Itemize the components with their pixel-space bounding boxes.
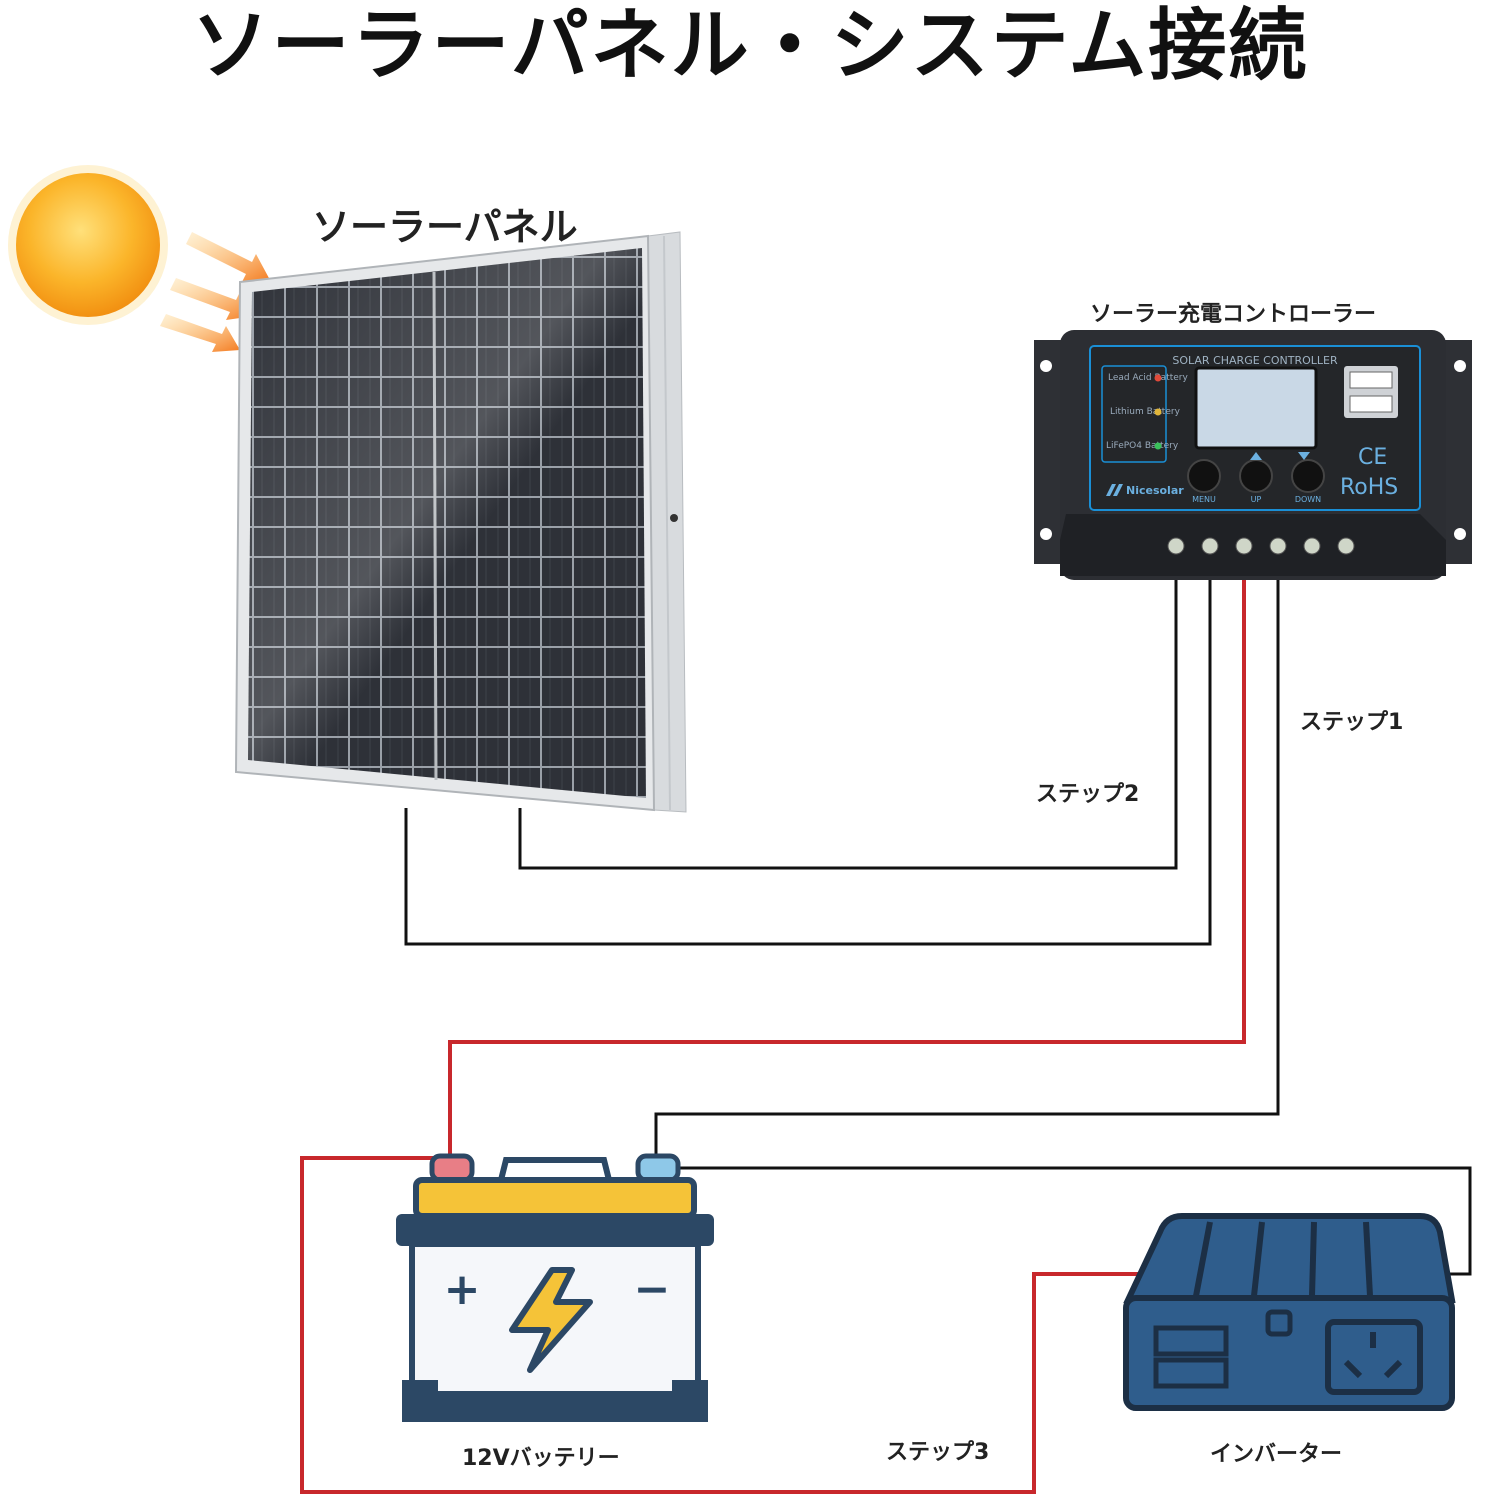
- negative-terminal-icon: [635, 1153, 681, 1183]
- charge-controller-label: ソーラー充電コントローラー: [1090, 302, 1377, 327]
- battery: + −: [396, 1153, 714, 1422]
- ce-mark: CE: [1358, 445, 1387, 470]
- sun-rays-icon: [160, 232, 270, 352]
- brand-name: Nicesolar: [1126, 484, 1184, 497]
- menu-button-label: MENU: [1192, 495, 1216, 504]
- positive-terminal-icon: [429, 1153, 475, 1183]
- ac-outlet-icon: [1325, 1319, 1423, 1395]
- menu-button[interactable]: MENU: [1187, 459, 1221, 504]
- inverter-label: インバーター: [1210, 1442, 1343, 1467]
- terminal-block: [1167, 537, 1355, 555]
- minus-sign: −: [634, 1264, 671, 1315]
- lcd-display: [1194, 366, 1318, 450]
- power-switch-icon: [1265, 1309, 1293, 1337]
- wire-battery-positive: [448, 576, 1246, 1158]
- controller-header: SOLAR CHARGE CONTROLLER: [1172, 354, 1338, 367]
- lightning-bolt-icon: [509, 1267, 593, 1373]
- inverter: [1123, 1213, 1456, 1411]
- usb-ports-icon: [1344, 366, 1398, 418]
- wire-panel-negative: [404, 576, 1212, 946]
- led-green-icon: [1154, 442, 1162, 450]
- rohs-mark: RoHS: [1340, 475, 1398, 500]
- battery-label: 12Vバッテリー: [462, 1446, 620, 1471]
- wire-panel-positive: [518, 576, 1178, 870]
- down-button[interactable]: DOWN: [1291, 452, 1325, 504]
- down-button-label: DOWN: [1295, 495, 1321, 504]
- battery-type-lithium: Lithium Battery: [1110, 407, 1181, 417]
- step1-label: ステップ1: [1300, 710, 1404, 735]
- brand-logo-icon: [1106, 484, 1123, 496]
- battery-type-lifepo4: LiFePO4 Battery: [1106, 441, 1179, 451]
- sun-icon: [8, 165, 168, 325]
- led-yellow-icon: [1154, 408, 1162, 416]
- down-arrow-icon: [1298, 452, 1310, 460]
- led-red-icon: [1154, 374, 1162, 382]
- wire-inverter-negative: [664, 1166, 1472, 1276]
- step2-label: ステップ2: [1036, 782, 1140, 807]
- solar-panel-label: ソーラーパネル: [312, 205, 578, 249]
- up-button[interactable]: UP: [1239, 452, 1273, 504]
- step3-label: ステップ3: [886, 1440, 990, 1465]
- page-title: ソーラーパネル・システム接続: [191, 1, 1309, 91]
- wiring: [300, 576, 1472, 1494]
- wire-battery-negative: [654, 576, 1280, 1158]
- charge-controller: SOLAR CHARGE CONTROLLER Lead Acid Batter…: [1034, 330, 1472, 580]
- wire-inverter-positive: [300, 1156, 1142, 1494]
- up-button-label: UP: [1251, 495, 1262, 504]
- up-arrow-icon: [1250, 452, 1262, 460]
- solar-panel: [234, 231, 687, 813]
- plus-sign: +: [444, 1264, 481, 1315]
- battery-type-lead-acid: Lead Acid Battery: [1108, 373, 1188, 383]
